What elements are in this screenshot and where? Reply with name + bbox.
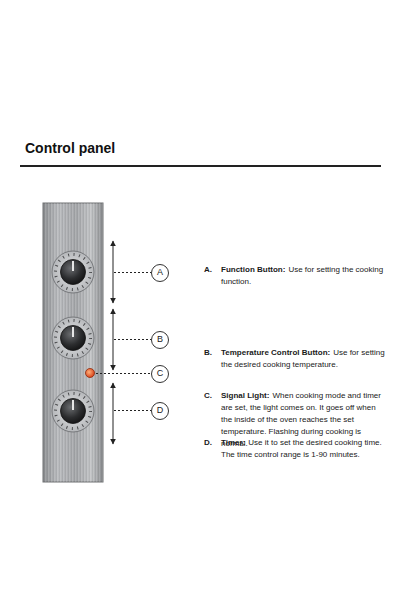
callout-letter: D <box>157 406 164 415</box>
item-letter: D. <box>204 437 212 449</box>
leader-line <box>114 410 151 411</box>
panel-plate <box>43 203 103 482</box>
item-text: Use it to set the desired cooking time. … <box>221 438 382 459</box>
leader-line <box>114 272 151 273</box>
timer-knob <box>52 390 94 432</box>
item-letter: A. <box>204 264 212 276</box>
item-letter: B. <box>204 347 212 359</box>
panel-brushing <box>43 203 103 482</box>
range-arrow <box>113 241 114 303</box>
callout-circle: A <box>151 264 169 282</box>
callout-letter: C <box>157 369 164 378</box>
range-arrow <box>113 309 114 370</box>
item-heading: Timer: <box>221 438 245 447</box>
item-letter: C. <box>204 390 212 402</box>
callout-circle: D <box>151 402 169 420</box>
item-description: Function Button:Use for setting the cook… <box>221 264 387 288</box>
item-heading: Function Button: <box>221 265 285 274</box>
range-arrow <box>113 383 114 444</box>
callout-letter: A <box>157 268 163 277</box>
leader-line <box>114 339 151 340</box>
temperature-knob <box>52 317 94 359</box>
item-description: Temperature Control Button:Use for setti… <box>221 347 387 371</box>
callout-letter: B <box>157 335 163 344</box>
item-description: Timer:Use it to set the desired cooking … <box>221 437 387 461</box>
page-title: Control panel <box>25 140 115 156</box>
item-heading: Signal Light: <box>221 391 269 400</box>
item-heading: Temperature Control Button: <box>221 348 330 357</box>
signal-light <box>86 369 95 378</box>
leader-line <box>96 373 151 374</box>
function-knob <box>52 251 94 293</box>
callout-circle: B <box>151 331 169 349</box>
heading-rule <box>20 165 381 167</box>
callout-circle: C <box>151 365 169 383</box>
